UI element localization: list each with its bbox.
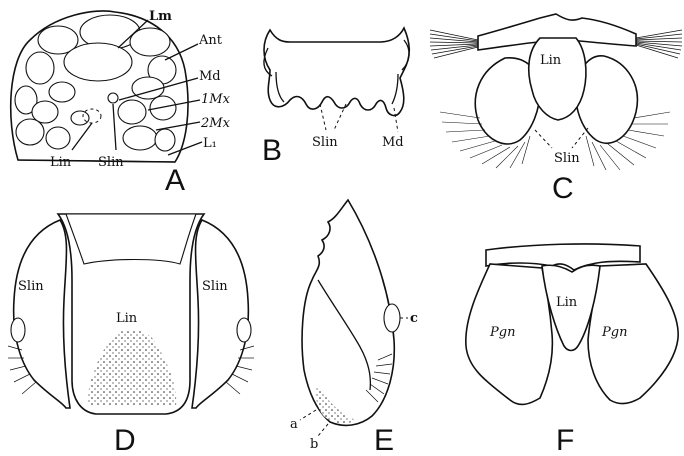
panel-b: Slin Md B (262, 28, 409, 167)
label-lin-f: Lin (556, 295, 578, 310)
label-slin-d-right: Slin (202, 279, 228, 294)
panel-letter-c: C (552, 172, 574, 205)
label-slin-a: Slin (98, 155, 124, 170)
label-slin-d-left: Slin (18, 279, 44, 294)
outer-left (14, 220, 70, 408)
panel-e: a b c E (290, 200, 418, 456)
panel-a: Lm Ant Md 1Mx 2Mx L₁ Lin Slin A (11, 9, 231, 197)
label-lin-d: Lin (116, 311, 138, 326)
top-dotted-d (66, 214, 196, 264)
hypopharynx-outline (264, 28, 409, 115)
slin-circle (108, 93, 118, 103)
label-a: a (290, 417, 298, 432)
fringe-left (430, 30, 478, 58)
label-slin-c: Slin (554, 151, 580, 166)
panel-letter-d: D (114, 424, 136, 456)
label-lin-c: Lin (540, 53, 562, 68)
label-b: b (310, 437, 318, 452)
label-c: c (410, 311, 418, 326)
label-l1: L₁ (203, 136, 217, 151)
label-ant: Ant (198, 33, 223, 48)
label-lin-a: Lin (50, 155, 72, 170)
label-pgn-left: Pgn (489, 325, 515, 340)
label-slin-b: Slin (312, 135, 338, 150)
panel-letter-a: A (165, 164, 185, 197)
panel-d: Slin Slin Lin D (8, 214, 254, 456)
panel-letter-f: F (556, 424, 574, 456)
panel-c: Lin Slin C (430, 14, 682, 205)
outer-right (192, 220, 248, 408)
panel-letter-b: B (262, 134, 282, 167)
label-1mx: 1Mx (201, 92, 231, 107)
label-lm: Lm (149, 9, 172, 24)
pointer-lines-c (535, 128, 588, 148)
label-2mx: 2Mx (200, 116, 231, 131)
panel-f: Lin Pgn Pgn F (466, 244, 678, 456)
label-md-b: Md (382, 135, 404, 150)
label-md: Md (199, 69, 221, 84)
label-pgn-right: Pgn (601, 325, 627, 340)
panel-letter-e: E (374, 424, 394, 456)
fringe-right (636, 30, 682, 58)
